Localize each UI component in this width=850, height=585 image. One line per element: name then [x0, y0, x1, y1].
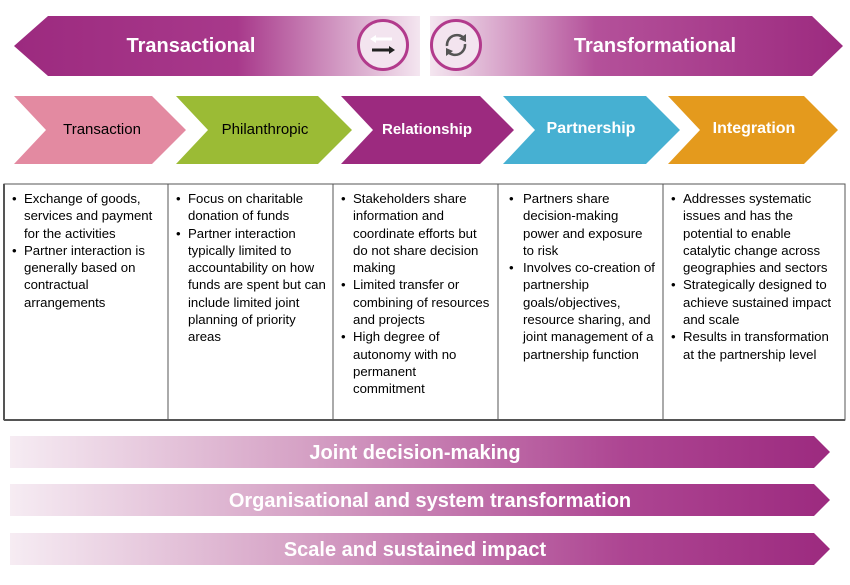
- bullet-item: Limited transfer or combining of resourc…: [341, 276, 491, 328]
- bullet-item: Focus on charitable donation of funds: [176, 190, 326, 225]
- chevron-partnership: [503, 96, 680, 164]
- bullet-item: Partner interaction typically limited to…: [176, 225, 326, 346]
- transformational-arrow: [430, 16, 843, 76]
- column-relationship: Stakeholders share information and coord…: [335, 186, 497, 420]
- stage-label-transaction: Transaction: [63, 121, 141, 138]
- band-joint-decision: [10, 436, 830, 468]
- column-integration: Addresses systematic issues and has the …: [665, 186, 843, 420]
- cycle-arrows-icon: [430, 19, 482, 71]
- stage-chevrons: [14, 96, 838, 164]
- chevron-integration: [668, 96, 838, 164]
- transactional-arrow: [14, 16, 420, 76]
- column-partnership: Partners share decision-making power and…: [500, 186, 662, 420]
- stage-label-philanthropic: Philanthropic: [221, 121, 309, 138]
- bullet-item: Partner interaction is generally based o…: [12, 242, 162, 311]
- band-label-organisational: Organisational and system transformation: [228, 490, 632, 512]
- bullet-item: Exchange of goods, services and payment …: [12, 190, 162, 242]
- band-organisational: [10, 484, 830, 516]
- band-scale: [10, 533, 830, 565]
- bullet-item: Results in transformation at the partner…: [671, 328, 837, 363]
- transformational-label: Transformational: [573, 35, 737, 57]
- band-label-scale: Scale and sustained impact: [283, 539, 547, 561]
- stage-label-partnership: Partnership: [546, 120, 636, 137]
- chevron-transaction: [14, 96, 186, 164]
- stage-label-integration: Integration: [712, 120, 796, 137]
- arrows-swap-icon: [357, 19, 409, 71]
- bullet-item: Strategically designed to achieve sustai…: [671, 276, 837, 328]
- bullet-item: Stakeholders share information and coord…: [341, 190, 491, 276]
- bullet-item: Involves co-creation of partnership goal…: [509, 259, 656, 363]
- column-philanthropic: Focus on charitable donation of funds Pa…: [170, 186, 332, 420]
- chevron-relationship: [341, 96, 514, 164]
- table-grid: [3, 183, 846, 421]
- bullet-item: Addresses systematic issues and has the …: [671, 190, 837, 276]
- band-label-joint-decision: Joint decision-making: [309, 442, 521, 464]
- column-transaction: Exchange of goods, services and payment …: [6, 186, 168, 420]
- bullet-item: Partners share decision-making power and…: [509, 190, 656, 259]
- bullet-item: High degree of autonomy with no permanen…: [341, 328, 491, 397]
- chevron-philanthropic: [176, 96, 352, 164]
- stage-label-relationship: Relationship: [381, 121, 472, 138]
- transactional-label: Transactional: [126, 35, 256, 57]
